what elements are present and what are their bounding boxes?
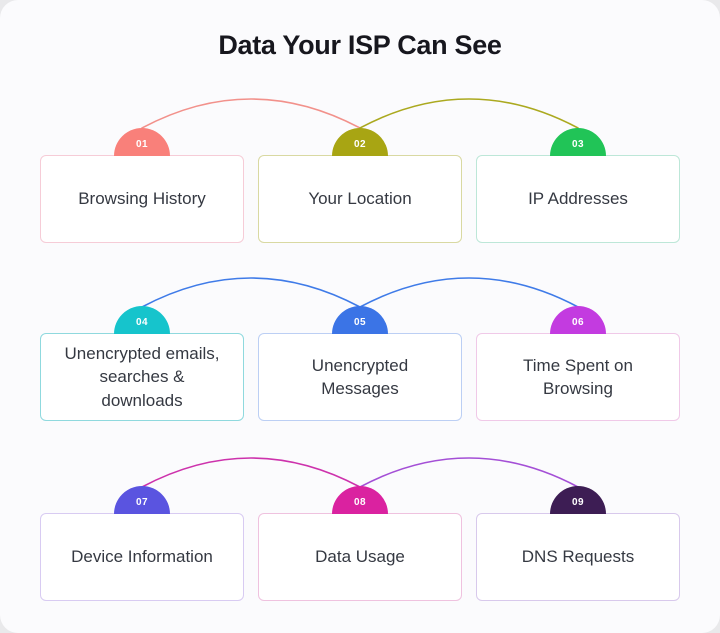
card-dns-requests: 09 DNS Requests	[476, 486, 680, 601]
card-data-usage: 08 Data Usage	[258, 486, 462, 601]
card-device-information: 07 Device Information	[40, 486, 244, 601]
connector-arc-07-08	[141, 457, 361, 488]
connector-arc-08-09	[359, 457, 579, 488]
card-label: DNS Requests	[521, 547, 635, 567]
card-label: Device Information	[71, 547, 213, 567]
connector-arc-02-03	[359, 98, 579, 129]
card-label: Data Usage	[315, 547, 405, 567]
card-your-location: 02 Your Location	[258, 128, 462, 243]
card-label: Browsing History	[78, 189, 206, 209]
connector-arc-01-02	[141, 98, 361, 129]
card-time-spent-browsing: 06 Time Spent on Browsing	[476, 306, 680, 421]
card-unencrypted-emails: 04 Unencrypted emails, searches & downlo…	[40, 306, 244, 421]
connector-arc-05-06	[359, 277, 579, 308]
card-unencrypted-messages: 05 Unencrypted Messages	[258, 306, 462, 421]
page-title: Data Your ISP Can See	[218, 30, 502, 60]
card-ip-addresses: 03 IP Addresses	[476, 128, 680, 243]
card-browsing-history: 01 Browsing History	[40, 128, 244, 243]
card-label: Time Spent on Browsing	[523, 355, 633, 398]
card-label: Unencrypted Messages	[311, 355, 409, 398]
connector-arc-04-05	[141, 277, 361, 308]
card-label: Your Location	[308, 189, 412, 209]
card-label: IP Addresses	[528, 189, 628, 209]
card-label: Unencrypted emails, searches & downloads	[64, 343, 220, 410]
